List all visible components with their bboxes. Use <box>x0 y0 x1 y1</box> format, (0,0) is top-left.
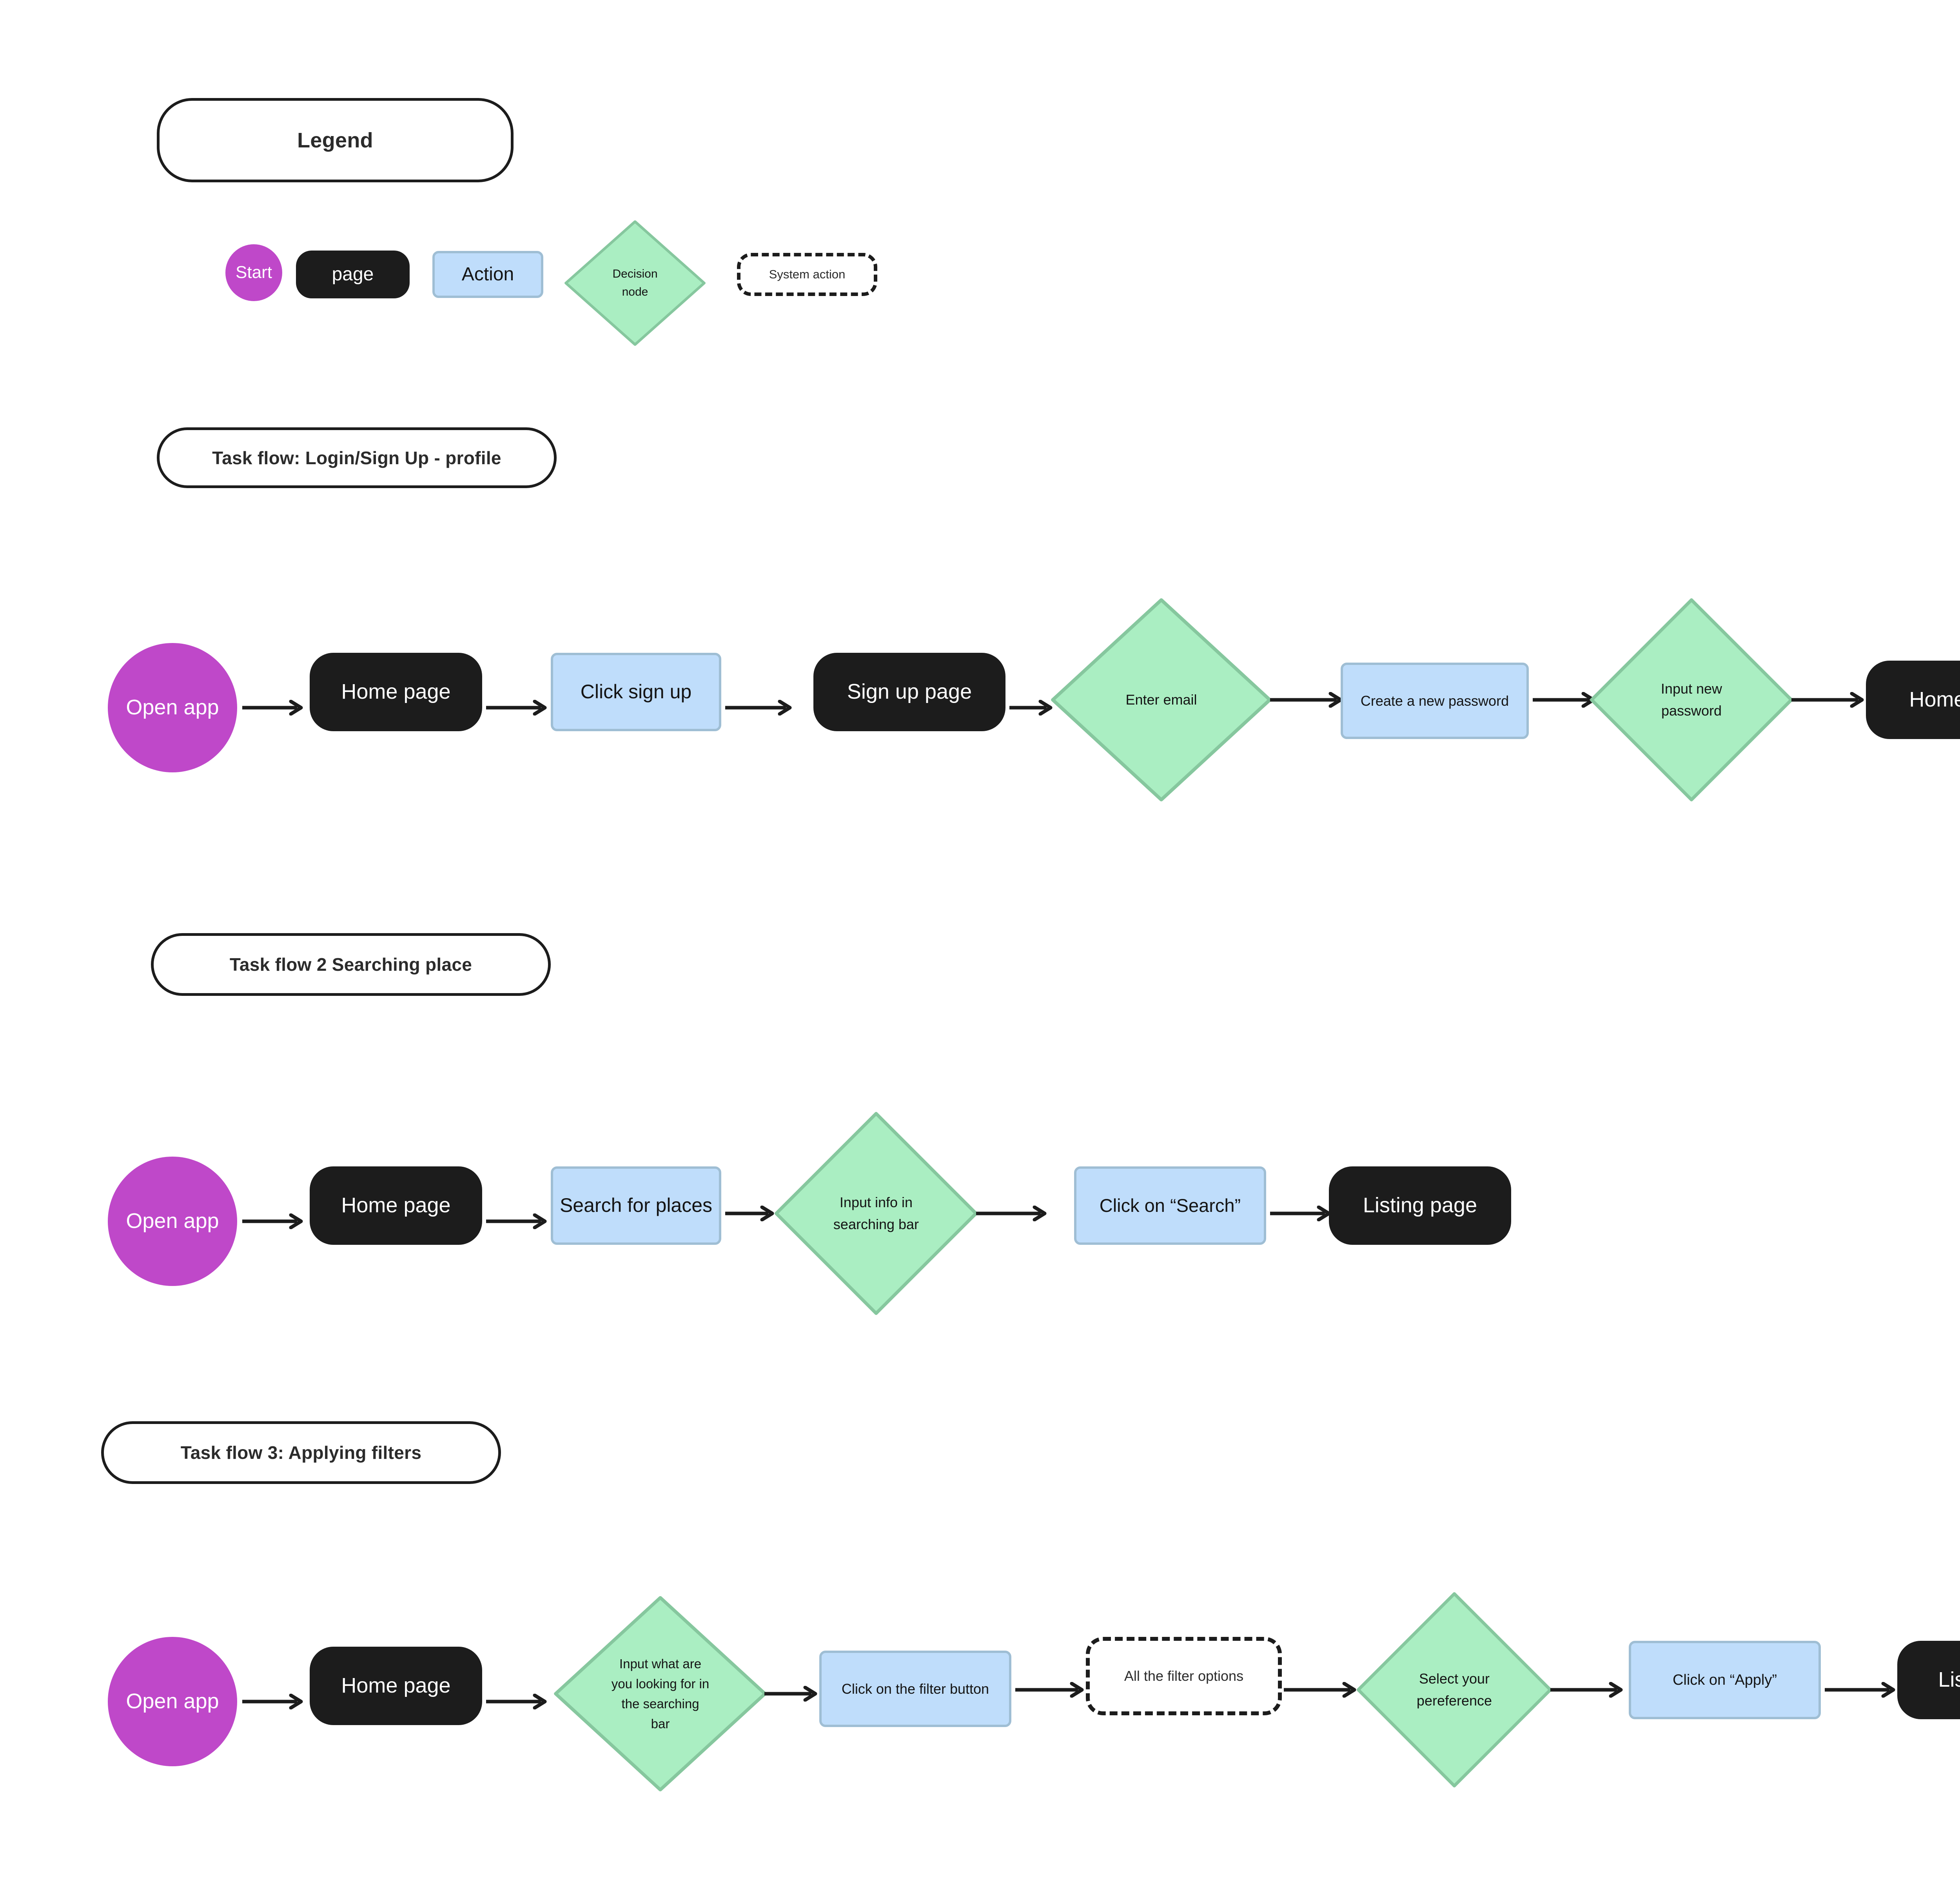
flow-1-node-enter-email[interactable]: Enter email <box>1051 598 1272 802</box>
legend-item-decision-label: Decision node <box>612 267 658 299</box>
flow-2-arrow-2 <box>725 1206 776 1221</box>
flow-3-node-input-search-query-label: Input what are you looking for in the se… <box>611 1656 710 1731</box>
flow-2-node-open-app[interactable]: Open app <box>108 1157 237 1286</box>
flow-1-arrow-4 <box>1270 692 1345 708</box>
flow-3-node-listing-page-label: Listing page <box>1938 1668 1960 1692</box>
flow-3-node-click-filter-button-label: Click on the filter button <box>841 1680 989 1697</box>
flow-1-node-open-app-label: Open app <box>126 696 219 719</box>
flow-1-node-input-new-password[interactable]: Input new password <box>1590 598 1793 802</box>
flow-2-node-open-app-label: Open app <box>126 1209 219 1233</box>
flow-1-node-create-new-password[interactable]: Create a new password <box>1341 663 1529 739</box>
legend-title-text: Legend <box>297 128 373 152</box>
flow-1-node-click-sign-up-label: Click sign up <box>580 681 692 703</box>
flow-3-node-listing-page[interactable]: Listing page <box>1897 1641 1960 1719</box>
flow-2-node-search-for-places[interactable]: Search for places <box>551 1166 721 1245</box>
flow-3-node-select-preference[interactable]: Select your pereference <box>1356 1592 1552 1788</box>
flow-1-node-input-new-password-label: Input new password <box>1661 681 1722 719</box>
legend-item-system-action: System action <box>737 253 877 296</box>
flow-3-node-click-filter-button[interactable]: Click on the filter button <box>819 1651 1011 1727</box>
flow-2-node-listing-page-label: Listing page <box>1363 1193 1477 1217</box>
flow-2-arrow-0 <box>242 1213 305 1229</box>
legend-item-start-label: Start <box>236 263 272 282</box>
flow-3-title-pill: Task flow 3: Applying filters <box>101 1421 501 1484</box>
flow-2-node-input-info-searching-bar-label: Input info in searching bar <box>833 1194 919 1232</box>
flow-2-node-home-page[interactable]: Home page <box>310 1166 482 1245</box>
flow-1-arrow-6 <box>1791 692 1866 708</box>
flow-2-arrow-1 <box>486 1213 549 1229</box>
flow-3-arrow-4 <box>1284 1682 1358 1698</box>
flow-2-node-input-info-searching-bar[interactable]: Input info in searching bar <box>774 1112 978 1315</box>
flow-1-title-pill: Task flow: Login/Sign Up - profile <box>157 427 557 488</box>
flow-2-title-text: Task flow 2 Searching place <box>229 954 472 975</box>
flow-3-node-click-apply[interactable]: Click on “Apply” <box>1629 1641 1821 1719</box>
flow-2-title-pill: Task flow 2 Searching place <box>151 933 551 996</box>
flow-3-node-select-preference-label: Select your pereference <box>1416 1671 1492 1709</box>
flow-1-arrow-1 <box>486 700 549 716</box>
flow-2-arrow-3 <box>976 1206 1049 1221</box>
legend-item-action-label: Action <box>461 263 514 285</box>
diamond-shape-icon <box>1590 598 1793 801</box>
flow-3-node-open-app[interactable]: Open app <box>108 1637 237 1766</box>
diamond-shape-icon <box>554 1596 767 1791</box>
flow-3-arrow-5 <box>1550 1682 1625 1698</box>
flow-2-node-home-page-label: Home page <box>341 1193 451 1217</box>
flow-3-node-all-filter-options[interactable]: All the filter options <box>1086 1637 1282 1715</box>
flow-1-arrow-3 <box>1009 700 1054 716</box>
flow-1-arrow-0 <box>242 700 305 716</box>
flow-1-node-click-sign-up[interactable]: Click sign up <box>551 653 721 731</box>
diamond-shape-icon <box>1051 598 1272 801</box>
flow-1-title-text: Task flow: Login/Sign Up - profile <box>212 447 501 468</box>
flow-1-node-sign-up-page-label: Sign up page <box>847 680 972 704</box>
legend-item-action: Action <box>432 251 543 298</box>
flow-2-node-listing-page[interactable]: Listing page <box>1329 1166 1511 1245</box>
legend-item-page-label: page <box>332 263 374 285</box>
flow-1-arrow-5 <box>1533 692 1597 708</box>
flow-1-arrow-2 <box>725 700 794 716</box>
flow-1-node-home-page-end[interactable]: Home page <box>1866 661 1960 739</box>
flow-2-arrow-4 <box>1270 1206 1333 1221</box>
flow-1-node-create-new-password-label: Create a new password <box>1360 692 1509 709</box>
flow-3-node-open-app-label: Open app <box>126 1689 219 1713</box>
flow-2-node-search-for-places-label: Search for places <box>559 1194 713 1217</box>
diamond-shape-icon <box>775 1112 978 1315</box>
flow-3-arrow-0 <box>242 1694 305 1709</box>
flow-3-node-home-page-label: Home page <box>341 1674 451 1698</box>
flow-3-node-input-search-query[interactable]: Input what are you looking for in the se… <box>554 1596 767 1792</box>
flow-1-node-home-page-end-label: Home page <box>1909 688 1960 712</box>
flow-3-title-text: Task flow 3: Applying filters <box>180 1442 422 1463</box>
legend-item-decision: Decision node <box>564 220 706 346</box>
flow-3-arrow-2 <box>764 1686 819 1702</box>
flow-3-node-home-page[interactable]: Home page <box>310 1647 482 1725</box>
diamond-shape-icon <box>1357 1592 1552 1787</box>
legend-item-page: page <box>296 251 410 298</box>
flow-3-arrow-6 <box>1825 1682 1897 1698</box>
flow-1-node-sign-up-page[interactable]: Sign up page <box>813 653 1005 731</box>
flow-3-arrow-3 <box>1015 1682 1086 1698</box>
flow-3-arrow-1 <box>486 1694 549 1709</box>
flow-1-node-home-page[interactable]: Home page <box>310 653 482 731</box>
flow-2-node-click-on-search[interactable]: Click on “Search” <box>1074 1166 1266 1245</box>
legend-title-pill: Legend <box>157 98 514 182</box>
legend-item-system-action-label: System action <box>769 267 846 281</box>
flow-3-node-all-filter-options-label: All the filter options <box>1124 1668 1244 1684</box>
diamond-shape-icon <box>564 220 706 346</box>
legend-item-start: Start <box>225 244 282 301</box>
flow-1-node-home-page-label: Home page <box>341 680 451 704</box>
flow-3-node-click-apply-label: Click on “Apply” <box>1672 1671 1777 1688</box>
flow-1-node-open-app[interactable]: Open app <box>108 643 237 772</box>
flow-1-node-enter-email-label: Enter email <box>1125 692 1197 708</box>
flow-2-node-click-on-search-label: Click on “Search” <box>1099 1195 1241 1216</box>
